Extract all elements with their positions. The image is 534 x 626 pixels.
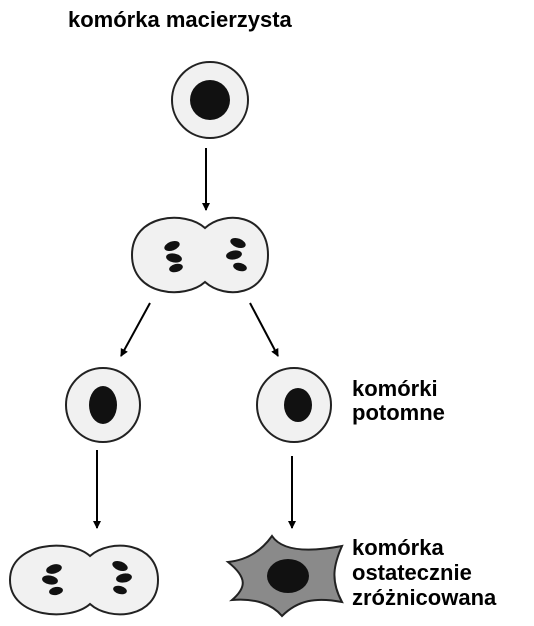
chromosome [42,575,58,585]
dividing-cell [130,216,270,294]
daughter-cells-label-line2: potomne [352,400,445,425]
chromosome [164,240,180,252]
chromosome [113,585,127,595]
chromosome [166,253,182,263]
dividing-cell-bottom [8,544,160,616]
chromosome [169,263,183,273]
daughter-cell-right [256,367,332,443]
chromosome [226,250,242,260]
daughter-cells-label-line1: komórki [352,376,438,401]
stem-cell [171,61,249,139]
differentiated-cell-label-line1: komórka [352,535,444,560]
stem-cell-label: komórka macierzysta [68,7,292,32]
chromosome [49,586,63,596]
chromosome [112,560,128,572]
differentiated-cell-label-line3: zróżnicowana [352,585,497,610]
chromosome [230,237,246,249]
arrow-diagonal-right [249,302,279,357]
chromosome [233,262,247,272]
arrow-diagonal-left [120,302,151,357]
differentiated-cell-label-line2: ostatecznie [352,560,472,585]
differentiated-cell [225,534,344,618]
chromosome [116,573,132,583]
daughter-cell-left [65,367,141,443]
chromosome [46,564,62,574]
